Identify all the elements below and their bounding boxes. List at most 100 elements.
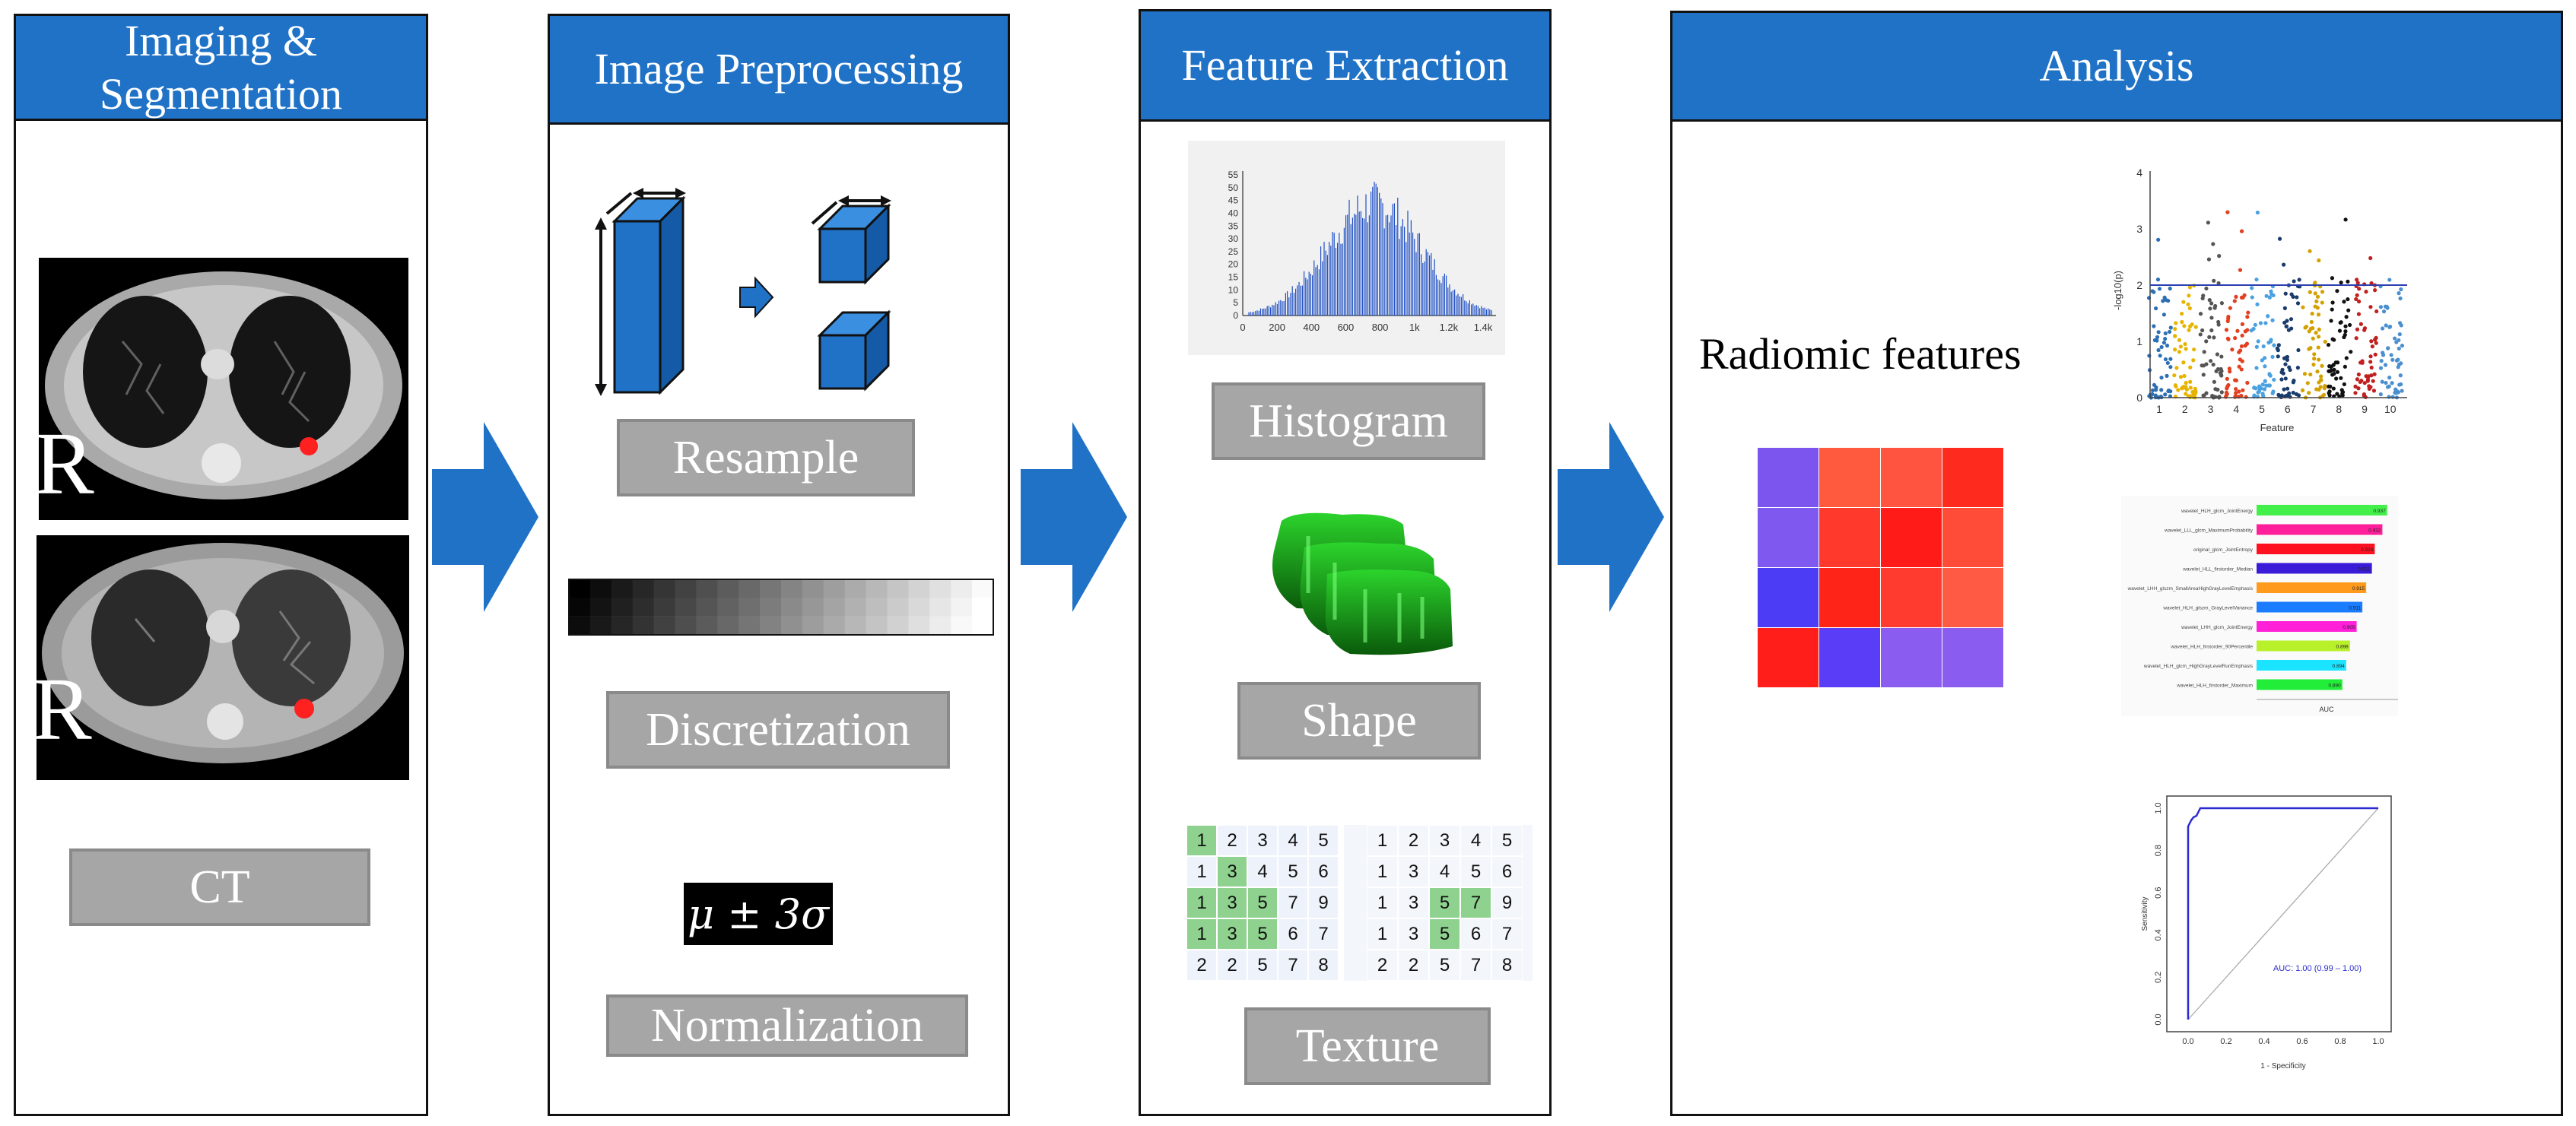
importance-xlabel: AUC: [2319, 706, 2334, 713]
manhattan-point: [2187, 328, 2191, 332]
gradient-step: [802, 579, 824, 598]
manhattan-point: [2226, 315, 2231, 319]
manhattan-x-tick: 4: [2233, 403, 2239, 415]
texture-cell-left: 7: [1308, 918, 1339, 950]
manhattan-point: [2329, 319, 2333, 323]
importance-label: wavelet_HLH_glcm_HighGrayLevelRunEmphasi…: [2143, 664, 2254, 669]
manhattan-point: [2272, 377, 2276, 382]
manhattan-point: [2334, 376, 2339, 381]
resample-button[interactable]: Resample: [617, 419, 915, 496]
manhattan-point: [2254, 386, 2258, 391]
manhattan-point: [2245, 328, 2250, 332]
roc-x-tick: 0.6: [2296, 1037, 2308, 1046]
gradient-step: [632, 579, 655, 598]
manhattan-point: [2240, 322, 2245, 326]
manhattan-point: [2204, 286, 2209, 291]
importance-bar: [2257, 505, 2387, 515]
normalization-button[interactable]: Normalization: [606, 994, 968, 1057]
manhattan-point: [2168, 365, 2173, 370]
manhattan-point: [2268, 373, 2273, 378]
texture-cell-right: 5: [1460, 856, 1491, 887]
manhattan-point: [2369, 373, 2374, 378]
manhattan-point: [2163, 337, 2168, 341]
preprocessing-panel-header: Image Preprocessing: [550, 16, 1008, 125]
manhattan-point: [2314, 387, 2319, 392]
manhattan-point: [2270, 354, 2275, 359]
manhattan-point: [2390, 357, 2395, 362]
manhattan-point: [2397, 332, 2402, 337]
manhattan-point: [2152, 324, 2156, 328]
importance-bar: [2257, 582, 2367, 593]
gradient-step: [569, 616, 591, 636]
texture-cell-left: 1: [1186, 918, 1217, 950]
manhattan-point: [2260, 358, 2264, 363]
manhattan-point: [2174, 321, 2178, 325]
texture-cell-right: 1: [1367, 918, 1398, 950]
manhattan-x-tick: 10: [2384, 403, 2397, 415]
texture-cell-right: 3: [1429, 825, 1460, 856]
manhattan-point: [2188, 324, 2193, 328]
manhattan-point: [2271, 389, 2276, 394]
manhattan-point: [2282, 306, 2287, 310]
manhattan-point: [2368, 354, 2373, 359]
manhattan-point: [2177, 350, 2182, 354]
manhattan-point: [2291, 380, 2295, 385]
manhattan-point: [2339, 280, 2343, 285]
manhattan-point: [2225, 392, 2229, 396]
manhattan-point: [2209, 359, 2213, 363]
gradient-step: [887, 598, 909, 617]
discretization-button[interactable]: Discretization: [606, 691, 950, 769]
manhattan-point: [2237, 350, 2241, 354]
manhattan-point: [2234, 391, 2238, 395]
importance-bar: [2257, 640, 2350, 652]
importance-label: wavelet_LLL_glcm_MaximumProbability: [2164, 528, 2254, 534]
manhattan-point: [2339, 376, 2343, 380]
gradient-step: [653, 616, 675, 636]
manhattan-point: [2164, 298, 2168, 303]
importance-label: wavelet_HLL_firstorder_Median: [2182, 567, 2253, 573]
manhattan-point: [2289, 326, 2294, 331]
manhattan-point: [2399, 287, 2403, 292]
gradient-step: [738, 616, 761, 636]
extraction-panel-header: Feature Extraction: [1141, 11, 1549, 122]
manhattan-point: [2284, 324, 2289, 329]
manhattan-point: [2307, 391, 2311, 395]
gradient-step: [951, 616, 973, 636]
gradient-step: [611, 616, 634, 636]
importance-value: 0.894: [2333, 664, 2346, 669]
histogram-button[interactable]: Histogram: [1212, 382, 1485, 460]
manhattan-point: [2311, 336, 2315, 341]
heatmap-cell: [1942, 448, 2003, 507]
manhattan-point: [2368, 360, 2373, 364]
importance-value: 0.890: [2329, 684, 2342, 689]
histogram-x-tick: 0: [1240, 322, 1245, 333]
manhattan-point: [2263, 321, 2268, 325]
heatmap-cell: [1758, 628, 1818, 687]
manhattan-point: [2279, 377, 2284, 382]
manhattan-point: [2156, 347, 2161, 353]
manhattan-point: [2373, 352, 2377, 357]
manhattan-point: [2168, 325, 2173, 330]
manhattan-point: [2237, 364, 2241, 369]
manhattan-point: [2240, 359, 2244, 363]
ct-button[interactable]: CT: [69, 848, 370, 926]
histogram-x-tick: 800: [1372, 322, 1389, 333]
importance-value: 0.911: [2349, 606, 2361, 611]
manhattan-point: [2209, 316, 2214, 320]
histogram-y-tick: 50: [1228, 182, 1239, 193]
manhattan-point: [2213, 395, 2218, 399]
shape-button[interactable]: Shape: [1237, 682, 1481, 760]
manhattan-point: [2387, 395, 2391, 399]
manhattan-point: [2193, 392, 2197, 396]
texture-button[interactable]: Texture: [1244, 1007, 1491, 1085]
manhattan-point: [2335, 289, 2339, 293]
texture-cell-right: 6: [1491, 856, 1523, 887]
manhattan-point: [2150, 388, 2155, 392]
gradient-step: [781, 598, 803, 617]
manhattan-point: [2253, 322, 2257, 327]
gradient-step: [823, 598, 846, 617]
manhattan-point: [2400, 389, 2404, 393]
manhattan-point: [2207, 298, 2212, 303]
manhattan-point: [2385, 385, 2390, 389]
manhattan-point: [2191, 358, 2196, 363]
